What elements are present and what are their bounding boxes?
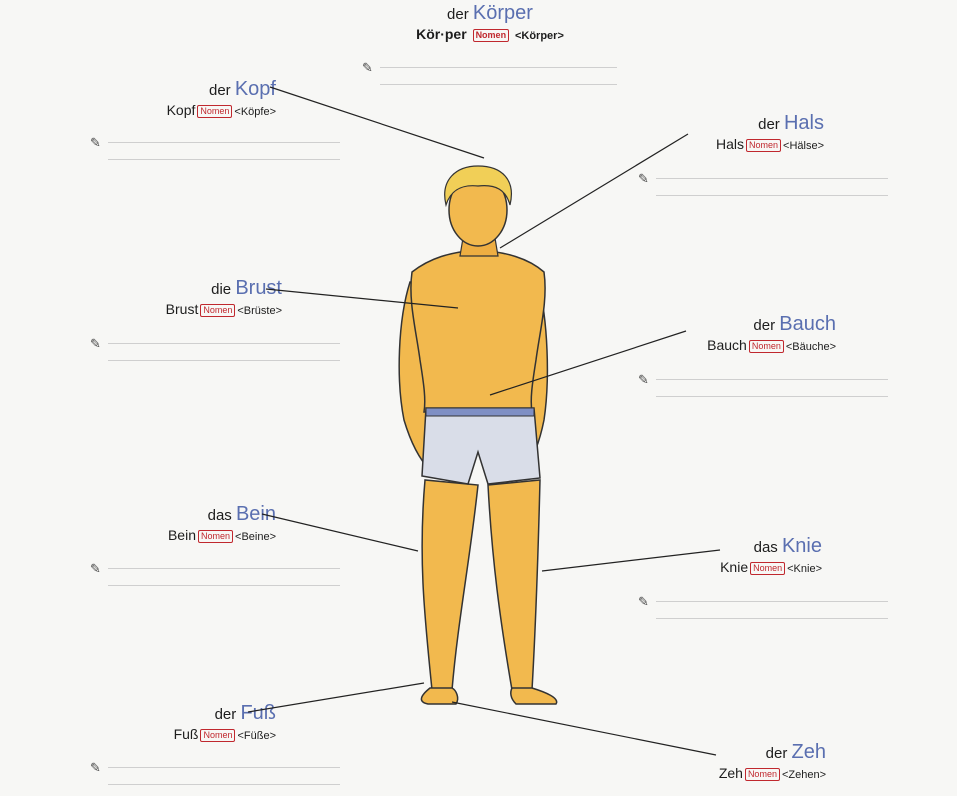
shorts <box>422 408 540 484</box>
leader-hals <box>500 134 688 248</box>
leader-bein <box>262 514 418 551</box>
leader-zeh <box>452 702 716 755</box>
left-leg <box>422 480 478 690</box>
leader-knie <box>542 550 720 571</box>
leader-kopf <box>270 87 484 158</box>
shorts-waistband <box>426 408 534 416</box>
right-leg <box>488 480 540 690</box>
leader-fuss <box>248 683 424 712</box>
torso <box>411 250 545 412</box>
right-foot <box>511 688 557 704</box>
